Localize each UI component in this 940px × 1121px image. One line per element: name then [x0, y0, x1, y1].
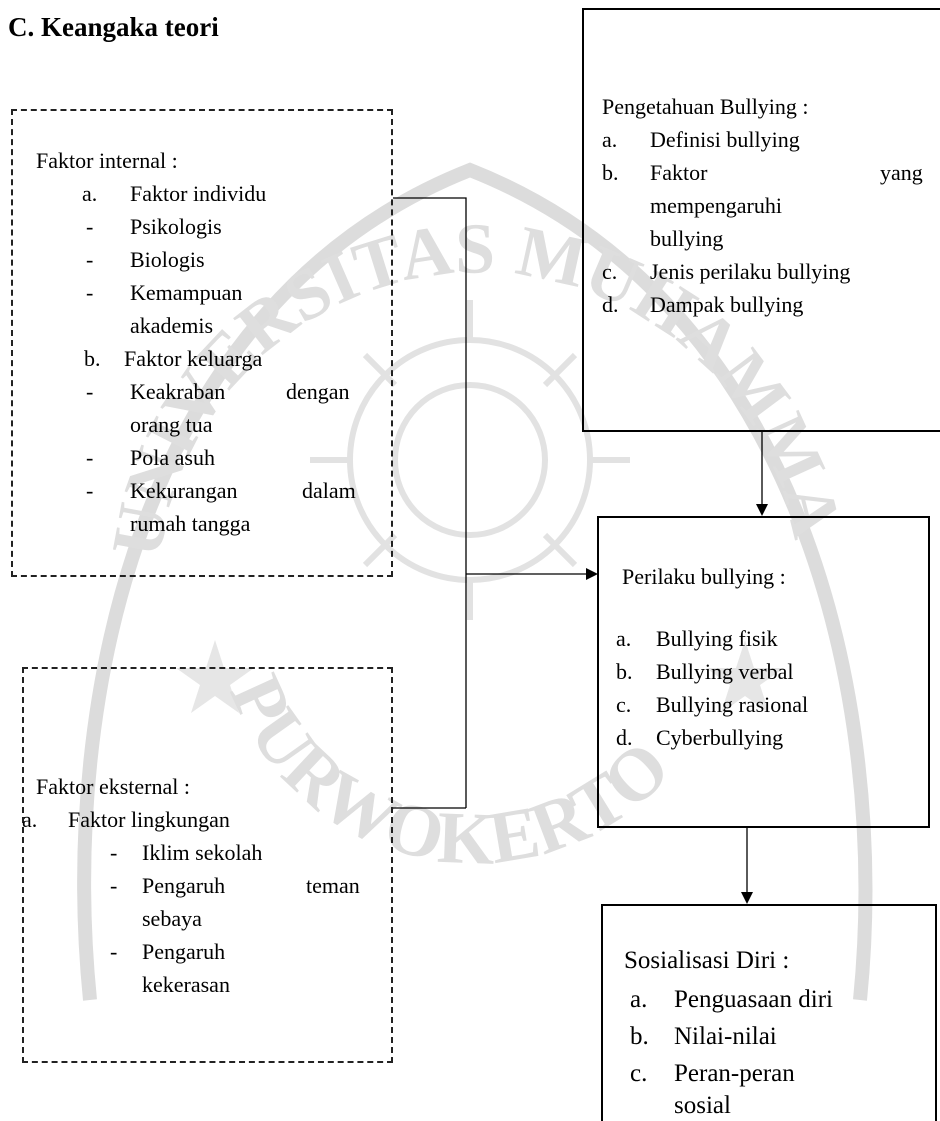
dash: - — [110, 873, 118, 898]
dash: - — [86, 478, 94, 503]
external-item: sebaya — [142, 906, 202, 931]
socialization-letter: a. — [630, 986, 648, 1013]
section-title: C. Keangaka teori — [8, 12, 219, 42]
knowledge-item: Faktor — [650, 160, 708, 185]
knowledge-item: bullying — [650, 226, 724, 251]
dash: - — [86, 379, 94, 404]
socialization-item: Penguasaan diri — [674, 986, 833, 1013]
behavior-heading: Perilaku bullying : — [622, 564, 786, 589]
socialization-item: sosial — [674, 1092, 731, 1119]
knowledge-item: mempengaruhi — [650, 193, 782, 218]
socialization-letter: b. — [630, 1023, 649, 1050]
external-item: kekerasan — [142, 972, 230, 997]
internal-b-item: Keakraban — [130, 379, 226, 404]
behavior-box — [597, 516, 930, 828]
dash: - — [110, 939, 118, 964]
internal-b-item: Pola asuh — [130, 445, 215, 470]
internal-factors-box — [11, 109, 393, 577]
external-item: Pengaruh — [142, 873, 226, 898]
behavior-letter: b. — [616, 659, 633, 684]
external-item: Iklim sekolah — [142, 840, 263, 865]
knowledge-letter: a. — [602, 127, 618, 152]
behavior-item: Bullying verbal — [656, 659, 794, 684]
dash: - — [86, 280, 94, 305]
knowledge-item: Dampak bullying — [650, 292, 804, 317]
socialization-item: Nilai-nilai — [674, 1023, 777, 1050]
internal-a-item: Biologis — [130, 247, 205, 272]
knowledge-letter: b. — [602, 160, 619, 185]
internal-a-item: Kemampuan — [130, 280, 243, 305]
knowledge-letter: d. — [602, 292, 619, 317]
internal-b-item: orang tua — [130, 412, 213, 437]
external-a-letter: a. — [22, 807, 38, 832]
internal-b-item: Kekurangan — [130, 478, 238, 503]
socialization-item: Peran-peran — [674, 1060, 795, 1087]
internal-b-letter: b. — [84, 346, 101, 371]
internal-a-item: Psikologis — [130, 214, 222, 239]
socialization-letter: c. — [630, 1060, 648, 1087]
internal-a-label: Faktor individu — [130, 181, 267, 206]
knowledge-item: yang — [880, 160, 923, 185]
dash: - — [86, 247, 94, 272]
internal-a-item: akademis — [130, 313, 214, 338]
external-item: Pengaruh — [142, 939, 226, 964]
behavior-letter: c. — [616, 692, 632, 717]
behavior-item: Cyberbullying — [656, 725, 784, 750]
internal-connector — [393, 197, 467, 808]
socialization-box — [601, 904, 937, 1121]
dash: - — [110, 840, 118, 865]
dash: - — [86, 445, 94, 470]
internal-b-label: Faktor keluarga — [124, 346, 263, 371]
internal-b-item: dalam — [302, 478, 356, 503]
socialization-heading: Sosialisasi Diri : — [624, 947, 790, 974]
internal-b-item: dengan — [286, 379, 350, 404]
external-heading: Faktor eksternal : — [36, 774, 190, 799]
internal-heading: Faktor internal : — [36, 148, 178, 173]
knowledge-box — [582, 8, 940, 432]
external-item: teman — [306, 873, 360, 898]
internal-a-letter: a. — [82, 181, 98, 206]
external-a-label: Faktor lingkungan — [68, 807, 230, 832]
knowledge-item: Jenis perilaku bullying — [650, 259, 851, 284]
external-factors-box — [22, 667, 393, 1063]
behavior-letter: d. — [616, 725, 633, 750]
knowledge-item: Definisi bullying — [650, 127, 800, 152]
internal-b-item: rumah tangga — [130, 511, 251, 536]
knowledge-heading: Pengetahuan Bullying : — [602, 94, 809, 119]
knowledge-letter: c. — [602, 259, 618, 284]
behavior-item: Bullying rasional — [656, 692, 809, 717]
behavior-letter: a. — [616, 626, 632, 651]
dash: - — [86, 214, 94, 239]
behavior-item: Bullying fisik — [656, 626, 778, 651]
